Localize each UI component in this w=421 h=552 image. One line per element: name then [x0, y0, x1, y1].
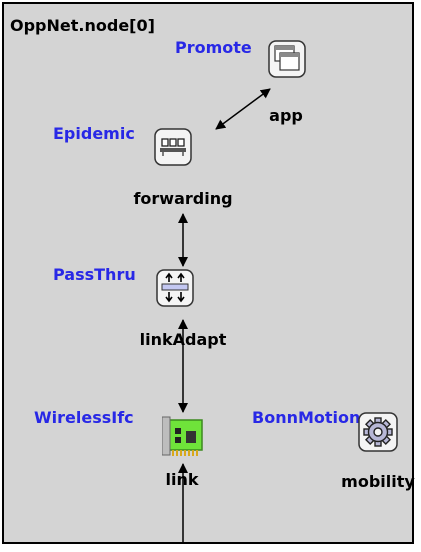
passthrough-icon[interactable] [156, 269, 194, 312]
queue-icon[interactable] [154, 128, 192, 171]
network-canvas: OppNet.node[0] Promote app Epidemic [2, 2, 415, 544]
gear-icon[interactable] [358, 412, 398, 457]
module-type-mobility: BonnMotion [252, 408, 361, 427]
module-name-linkadapt: linkAdapt [139, 330, 227, 349]
connection-app-forwarding[interactable] [215, 88, 271, 130]
module-type-link: WirelessIfc [34, 408, 134, 427]
module-name-link: link [165, 470, 199, 489]
module-type-forwarding: Epidemic [53, 124, 135, 143]
connections-layer [178, 88, 271, 544]
module-type-app: Promote [175, 38, 252, 57]
window-icon[interactable] [268, 40, 306, 83]
module-name-mobility: mobility [341, 472, 415, 491]
module-type-linkadapt: PassThru [53, 265, 136, 284]
network-card-icon[interactable] [161, 414, 206, 463]
network-title: OppNet.node[0] [10, 16, 155, 35]
module-name-app: app [269, 106, 303, 125]
module-name-forwarding: forwarding [133, 189, 233, 208]
